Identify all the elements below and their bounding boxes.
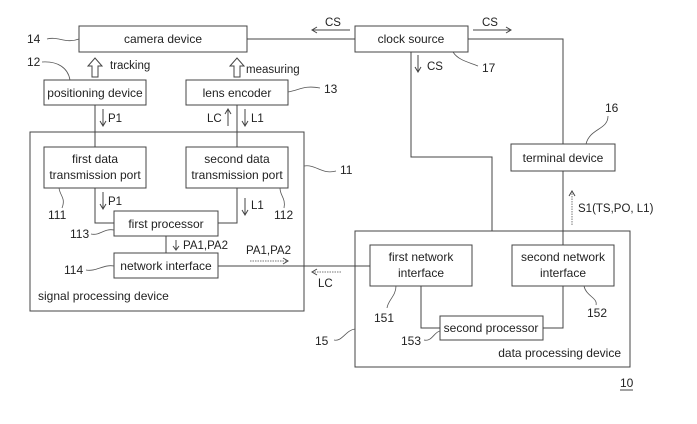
ref-152: 152 <box>587 306 607 320</box>
positioning-device-box <box>43 79 147 106</box>
s1-arrow-icon <box>568 190 576 226</box>
lens-encoder-label: lens encoder <box>203 86 272 100</box>
terminal-device-label: terminal device <box>523 151 604 165</box>
camera-device-label: camera device <box>124 32 202 46</box>
ref-16: 16 <box>605 101 619 115</box>
cs-down-arrow-icon <box>414 55 422 73</box>
ref-111-leader <box>58 187 64 209</box>
ref-12: 12 <box>27 55 41 69</box>
p1-inner-arrow-icon <box>99 192 107 210</box>
lc-up-arrow-icon <box>224 108 232 126</box>
p1-top-arrow-icon <box>99 109 107 127</box>
cs-left-label: CS <box>325 17 341 29</box>
second-data-port-box <box>185 146 289 189</box>
ref-16-leader <box>585 115 609 145</box>
measuring-arrow-icon <box>228 57 246 78</box>
ref-17-leader <box>452 51 479 67</box>
pa-inner-label: PA1,PA2 <box>183 240 228 252</box>
measuring-label: measuring <box>246 64 300 76</box>
ref-111: 111 <box>48 208 67 222</box>
first-processor-label: first processor <box>128 217 203 231</box>
pa-inner-arrow-icon <box>172 240 180 251</box>
first-network-interface-label-2: interface <box>398 266 444 280</box>
first-data-port-label-1: first data <box>72 152 118 166</box>
ref-13: 13 <box>324 82 338 96</box>
figure-number: 10 <box>620 376 634 390</box>
positioning-device-label: positioning device <box>47 86 143 100</box>
ref-112: 112 <box>274 208 293 222</box>
second-network-interface-box <box>511 244 615 287</box>
second-network-interface-label-2: interface <box>540 266 586 280</box>
ref-17: 17 <box>482 61 496 75</box>
clock-data-line <box>410 52 493 231</box>
l1-inner-label: L1 <box>251 200 264 212</box>
ref-11: 11 <box>340 163 353 177</box>
second-processor-box <box>439 315 544 341</box>
ref-14-leader <box>46 37 80 42</box>
ref-15-leader <box>333 328 356 341</box>
terminal-device-box <box>510 143 616 172</box>
clock-source-box <box>354 25 469 53</box>
ref-113: 113 <box>70 227 89 241</box>
tracking-arrow-icon <box>86 57 104 78</box>
second-data-port-label-2: transmission port <box>191 168 283 182</box>
p1-inner-label: P1 <box>108 196 122 208</box>
netif1-proc2-line <box>420 286 440 329</box>
first-data-port-box <box>43 146 147 189</box>
network-interface-box <box>113 252 219 279</box>
ref-152-leader <box>583 285 597 306</box>
first-network-interface-label-1: first network <box>389 250 455 264</box>
clock-source-label: clock source <box>378 32 445 46</box>
data-processing-device-box <box>354 230 631 368</box>
first-data-port-label-2: transmission port <box>49 168 141 182</box>
ref-151-leader <box>386 285 397 309</box>
ref-12-leader <box>41 61 71 81</box>
l1-top-arrow-icon <box>241 109 249 127</box>
first-processor-box <box>113 210 219 237</box>
lens-encoder-box <box>185 79 289 106</box>
camera-device-box <box>78 25 248 53</box>
ref-153: 153 <box>401 334 421 348</box>
lc-top-label: LC <box>207 113 222 125</box>
cs-left-arrow-icon <box>311 26 350 34</box>
ref-153-leader <box>423 330 441 341</box>
first-network-interface-box <box>369 244 473 287</box>
second-processor-label: second processor <box>444 321 539 335</box>
ref-14: 14 <box>27 32 41 46</box>
ref-114: 114 <box>64 263 83 277</box>
signal-processing-device-label: signal processing device <box>38 289 169 303</box>
pa-outer-label: PA1,PA2 <box>246 245 291 257</box>
data-processing-device-label: data processing device <box>498 346 621 360</box>
tracking-label: tracking <box>110 60 150 72</box>
clock-terminal-line <box>468 38 564 144</box>
ref-113-leader <box>90 229 115 235</box>
port2-proc1-line <box>218 188 238 224</box>
pa-outer-arrow-icon <box>250 257 289 265</box>
cs-right-label: CS <box>482 17 498 29</box>
second-data-port-label-1: second data <box>204 152 270 166</box>
p1-top-label: P1 <box>108 113 122 125</box>
s1-label: S1(TS,PO, L1) <box>578 203 654 215</box>
second-network-interface-label-1: second network <box>521 250 606 264</box>
ref-114-leader <box>85 265 115 271</box>
signal-processing-device-box <box>29 131 305 312</box>
ref-151: 151 <box>374 311 394 325</box>
ref-13-leader <box>287 86 321 93</box>
ref-112-leader <box>279 187 285 209</box>
netif2-proc2-line <box>543 286 564 329</box>
l1-inner-arrow-icon <box>241 198 249 216</box>
lc-outer-arrow-icon <box>311 268 342 276</box>
ref-11-leader <box>303 165 337 173</box>
network-interface-label: network interface <box>120 259 212 273</box>
lc-outer-label: LC <box>318 278 333 290</box>
ref-15: 15 <box>315 334 329 348</box>
l1-top-label: L1 <box>251 113 264 125</box>
port1-proc1-line <box>94 188 114 224</box>
cs-right-arrow-icon <box>473 26 512 34</box>
cs-down-label: CS <box>427 61 443 73</box>
